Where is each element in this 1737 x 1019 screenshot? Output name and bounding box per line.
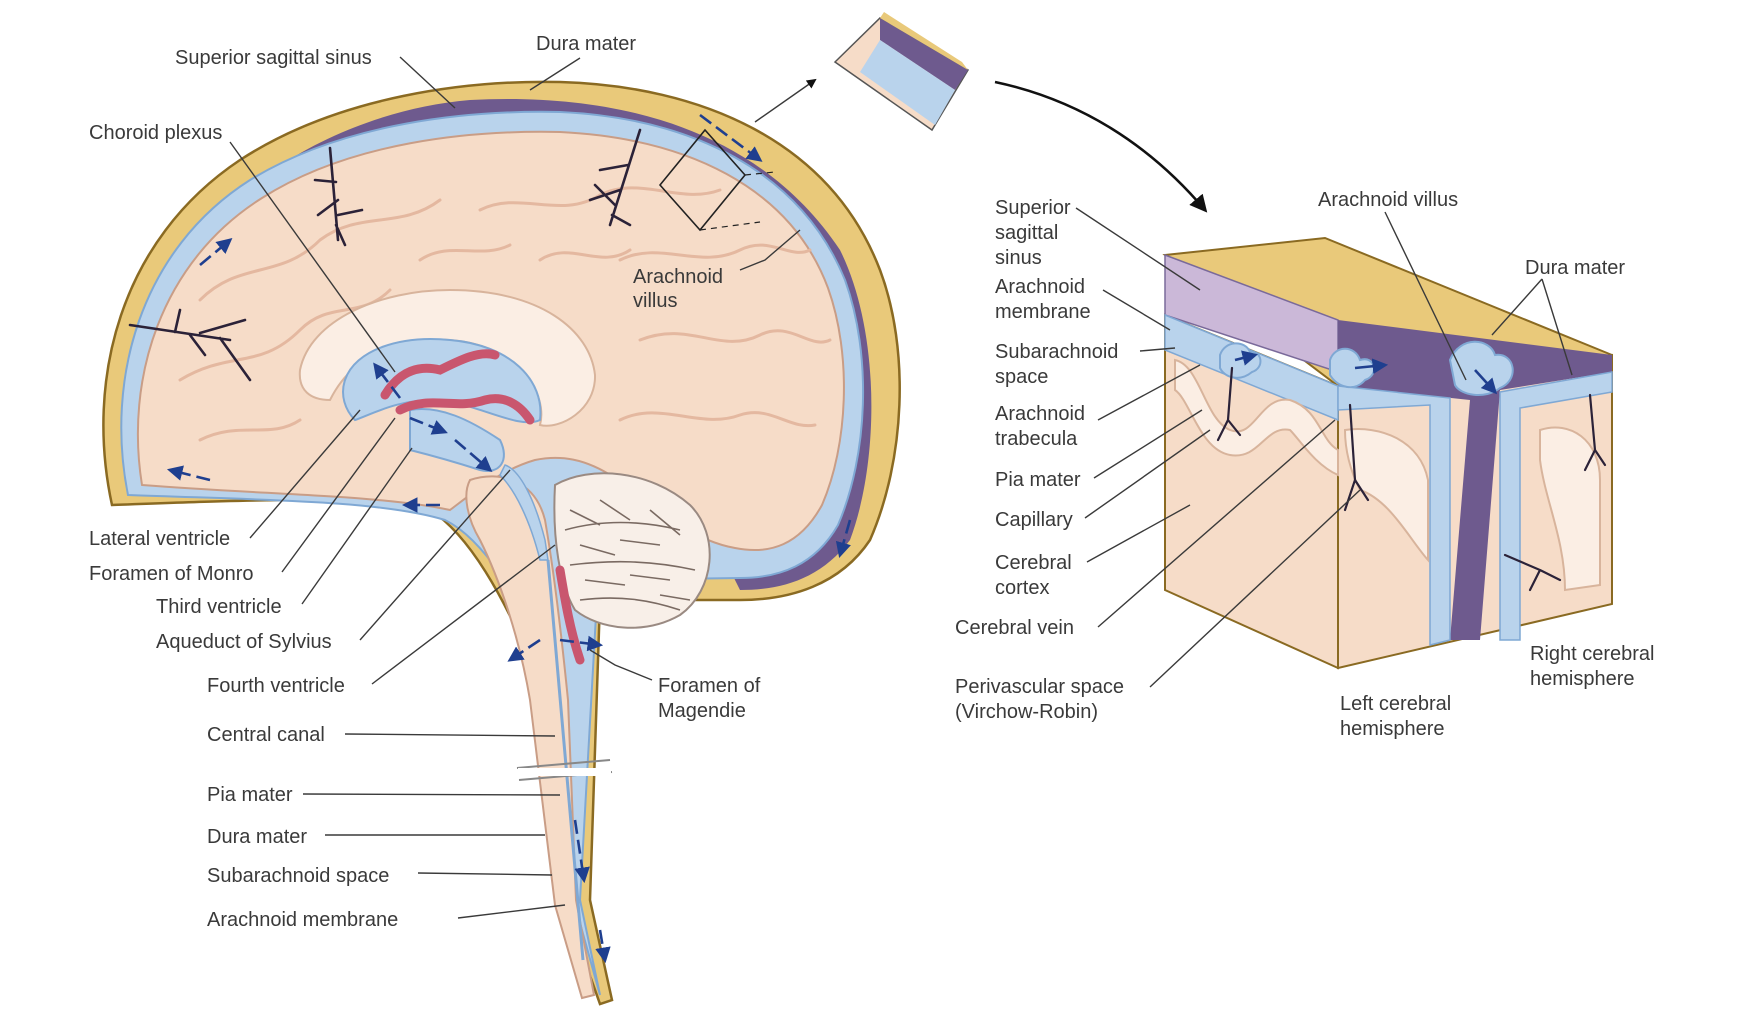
label-am-right-2: membrane (995, 301, 1091, 323)
label-ps-2: (Virchow-Robin) (955, 701, 1098, 723)
label-dura-mater-top: Dura mater (536, 33, 636, 55)
fourth-ventricle-shape (499, 464, 549, 561)
sinus-front-face (1338, 320, 1612, 640)
label-sss-right-3: sinus (995, 247, 1042, 269)
label-pia-mater-right: Pia mater (995, 469, 1081, 491)
label-subarachnoid-space-left: Subarachnoid space (207, 865, 389, 887)
label-cerebral-cortex: Cerebral cortex (995, 552, 1077, 599)
label-right-cerebral-hemisphere: Right cerebral hemisphere (1530, 643, 1660, 690)
right-csf-layer-2 (1499, 371, 1613, 641)
label-rch-2: hemisphere (1530, 668, 1635, 690)
label-ss-right-1: Subarachnoid (995, 341, 1118, 363)
label-choroid-plexus: Choroid plexus (89, 122, 222, 144)
label-superior-sagittal-sinus-right: Superior sagittal sinus (995, 197, 1076, 269)
leader-lines (229, 56, 1573, 919)
label-aqueduct-of-sylvius: Aqueduct of Sylvius (156, 631, 332, 653)
label-at-2: trabecula (995, 428, 1078, 450)
label-foramen-of-monro: Foramen of Monro (89, 563, 254, 585)
right-csf-layer (1337, 385, 1451, 646)
block-csf-arrows (1234, 350, 1498, 395)
label-dura-mater-right: Dura mater (1525, 257, 1625, 279)
label-perivascular-space: Perivascular space (Virchow-Robin) (955, 676, 1130, 723)
label-ps-1: Perivascular space (955, 676, 1124, 698)
villus-inset-dash (699, 171, 776, 231)
label-rch-1: Right cerebral (1530, 643, 1655, 665)
csf-flow-arrows (166, 113, 852, 964)
label-arachnoid-membrane-left: Arachnoid membrane (207, 909, 398, 931)
label-sss-right-2: sagittal (995, 222, 1058, 244)
cerebellar-folia (564, 499, 696, 611)
label-arachnoid-villus-left-1: Arachnoid (633, 266, 723, 288)
inset-cube (833, 12, 970, 132)
brainstem-spinal-cord (465, 475, 596, 1000)
label-lch-2: hemisphere (1340, 718, 1445, 740)
arrow-to-cube (754, 78, 817, 123)
label-at-1: Arachnoid (995, 403, 1085, 425)
label-foramen-of-magendie-2: Magendie (658, 700, 746, 722)
label-left-cerebral-hemisphere: Left cerebral hemisphere (1340, 693, 1457, 740)
choroid-plexus-shape (380, 349, 535, 425)
label-am-right-1: Arachnoid (995, 276, 1085, 298)
label-fourth-ventricle: Fourth ventricle (207, 675, 345, 697)
label-dura-mater-left: Dura mater (207, 826, 307, 848)
central-canal-line (546, 559, 585, 961)
label-lch-1: Left cerebral (1340, 693, 1451, 715)
label-superior-sagittal-sinus: Superior sagittal sinus (175, 47, 372, 69)
sagittal-brain-illustration (102, 80, 901, 1006)
spinal-cut-marks (516, 759, 613, 781)
label-arachnoid-villus-left: Arachnoid villus (633, 266, 729, 312)
label-capillary: Capillary (995, 509, 1073, 531)
label-foramen-of-magendie-1: Foramen of (658, 675, 761, 697)
labels: Superior sagittal sinus Dura mater Choro… (89, 33, 1660, 931)
label-third-ventricle: Third ventricle (156, 596, 282, 618)
label-pia-mater-left: Pia mater (207, 784, 293, 806)
cerebral-veins (128, 128, 642, 382)
label-cerebral-vein: Cerebral vein (955, 617, 1074, 639)
label-sss-right-1: Superior (995, 197, 1071, 219)
label-arachnoid-membrane-right: Arachnoid membrane (995, 276, 1091, 323)
meninges-block-illustration (1162, 236, 1613, 670)
label-cc-1: Cerebral (995, 552, 1072, 574)
label-lateral-ventricle: Lateral ventricle (89, 528, 230, 550)
label-arachnoid-villus-right: Arachnoid villus (1318, 189, 1458, 211)
label-ss-right-2: space (995, 366, 1048, 388)
label-arachnoid-villus-left-2: villus (633, 290, 677, 312)
label-arachnoid-trabecula: Arachnoid trabecula (995, 403, 1091, 450)
choroid-fourth (555, 565, 585, 665)
label-foramen-of-magendie: Foramen of Magendie (658, 675, 766, 722)
middle-white-fold (1343, 428, 1429, 563)
label-subarachnoid-space-right: Subarachnoid space (995, 341, 1124, 388)
arrow-to-block (994, 80, 1208, 213)
label-central-canal: Central canal (207, 724, 325, 746)
label-cc-2: cortex (995, 577, 1049, 599)
left-white-folds (1174, 358, 1339, 477)
